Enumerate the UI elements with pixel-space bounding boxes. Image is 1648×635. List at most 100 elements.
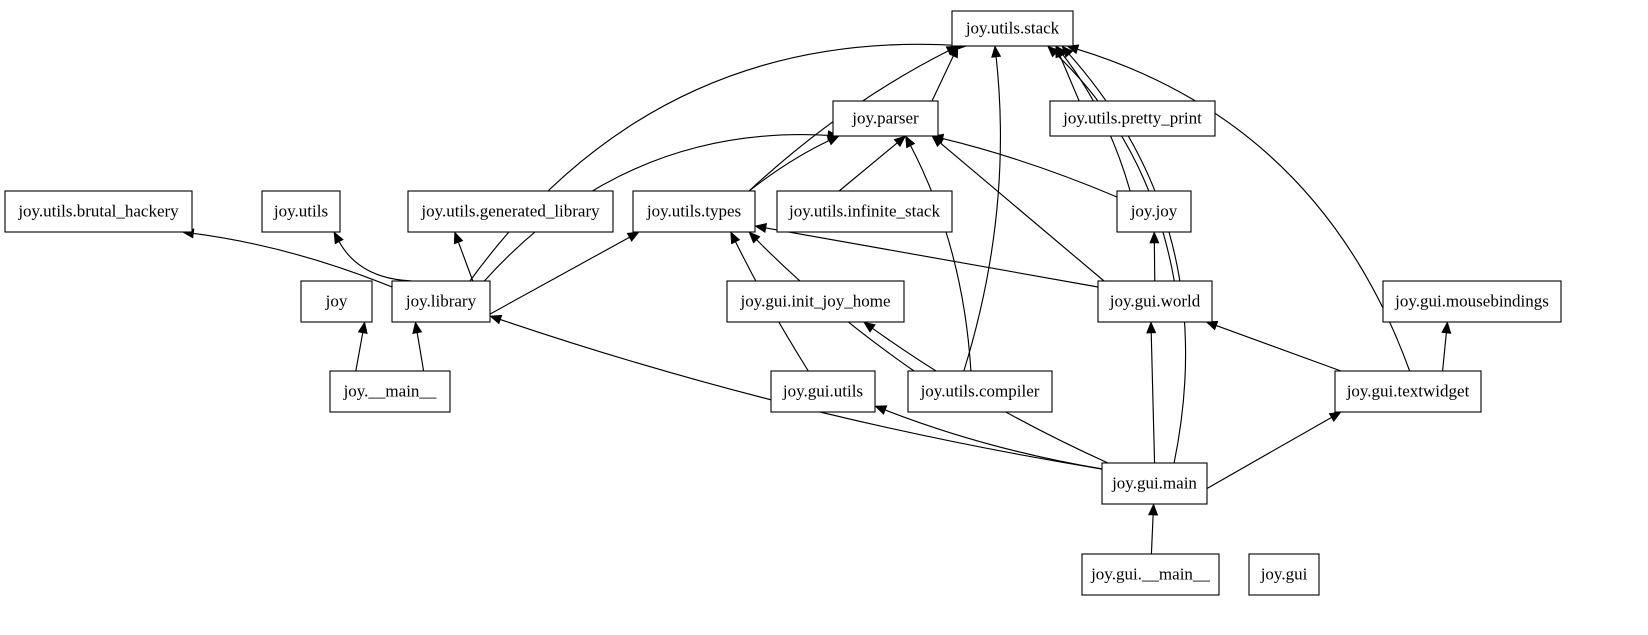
edge-joy___main__-to-joy bbox=[355, 331, 364, 372]
node-label: joy.utils.types bbox=[646, 201, 741, 220]
edge-joy_library-to-joy_utils_stack bbox=[469, 43, 958, 282]
edge-arrowhead bbox=[1441, 321, 1452, 334]
node-joy_utils_compiler[interactable]: joy.utils.compiler bbox=[907, 370, 1053, 413]
edge-joy_parser-to-joy_utils_stack bbox=[931, 54, 955, 102]
node-box[interactable] bbox=[1116, 190, 1192, 233]
node-joy___main__[interactable]: joy.__main__ bbox=[329, 370, 451, 413]
node-joy_utils_types[interactable]: joy.utils.types bbox=[632, 190, 756, 233]
node-joy_utils_pretty_print[interactable]: joy.utils.pretty_print bbox=[1049, 100, 1216, 137]
node-box[interactable] bbox=[1081, 553, 1220, 596]
node-box[interactable] bbox=[300, 280, 373, 323]
node-box[interactable] bbox=[907, 370, 1053, 413]
node-label: joy.utils.brutal_hackery bbox=[17, 201, 179, 220]
edge-joy_gui_textwidget-to-joy_gui_world bbox=[1214, 324, 1342, 372]
edge-arrowhead bbox=[489, 314, 503, 325]
edge-arrowhead bbox=[1328, 411, 1342, 422]
nodes-layer: joy.utils.stack joy.parser joy.utils.prett… bbox=[4, 10, 1562, 596]
edge-arrowhead bbox=[1047, 45, 1060, 58]
edge-arrowhead bbox=[1061, 45, 1074, 58]
edge-joy_gui___main__-to-joy_gui_main bbox=[1150, 513, 1154, 555]
edge-joy_joy-to-joy_parser bbox=[941, 137, 1118, 198]
edge-joy_library-to-joy_utils bbox=[337, 240, 412, 282]
edge-arrowhead bbox=[754, 223, 768, 233]
node-box[interactable] bbox=[770, 370, 876, 413]
node-box[interactable] bbox=[726, 280, 905, 323]
node-joy_utils[interactable]: joy.utils bbox=[261, 190, 341, 233]
node-box[interactable] bbox=[391, 280, 491, 323]
edge-arrowhead bbox=[905, 135, 916, 149]
node-joy_gui___main__[interactable]: joy.gui.__main__ bbox=[1081, 553, 1220, 596]
edge-joy_utils_compiler-to-joy_parser bbox=[909, 144, 972, 372]
node-label: joy.library bbox=[405, 291, 477, 310]
edge-joy_library-to-joy_utils_types bbox=[489, 236, 631, 315]
edge-joy_gui_world-to-joy_utils_types bbox=[764, 227, 1099, 288]
node-box[interactable] bbox=[832, 100, 939, 137]
node-joy_gui_world[interactable]: joy.gui.world bbox=[1097, 280, 1213, 323]
node-label: joy.__main__ bbox=[343, 381, 437, 400]
node-box[interactable] bbox=[1334, 370, 1482, 413]
edge-arrowhead bbox=[412, 321, 423, 334]
edge-arrowhead bbox=[1146, 321, 1157, 334]
node-joy_library[interactable]: joy.library bbox=[391, 280, 491, 323]
node-box[interactable] bbox=[776, 190, 953, 233]
node-label: joy.utils bbox=[273, 201, 328, 220]
node-joy_gui[interactable]: joy.gui bbox=[1248, 553, 1320, 596]
node-box[interactable] bbox=[1248, 553, 1320, 596]
node-label: joy.utils.compiler bbox=[920, 381, 1040, 400]
node-label: joy.utils.stack bbox=[965, 18, 1060, 37]
node-joy_gui_mousebindings[interactable]: joy.gui.mousebindings bbox=[1382, 280, 1562, 323]
node-joy_joy[interactable]: joy.joy bbox=[1116, 190, 1192, 233]
node-box[interactable] bbox=[632, 190, 756, 233]
edge-arrowhead bbox=[748, 231, 761, 244]
edge-arrowhead bbox=[874, 405, 888, 415]
edge-arrowhead bbox=[357, 321, 368, 335]
node-box[interactable] bbox=[951, 10, 1074, 47]
node-label: joy.gui bbox=[1260, 564, 1308, 583]
node-joy_utils_infinite_stack[interactable]: joy.utils.infinite_stack bbox=[776, 190, 953, 233]
edge-arrowhead bbox=[453, 231, 464, 245]
edge-arrowhead bbox=[333, 231, 344, 245]
edge-joy_gui_main-to-joy_gui_utils bbox=[883, 408, 1103, 470]
edge-joy_gui_main-to-joy_gui_world bbox=[1150, 331, 1156, 464]
edge-joy_gui_textwidget-to-joy_utils_stack bbox=[1075, 48, 1411, 372]
node-box[interactable] bbox=[1049, 100, 1216, 137]
node-joy_gui_init_joy_home[interactable]: joy.gui.init_joy_home bbox=[726, 280, 905, 323]
node-box[interactable] bbox=[261, 190, 341, 233]
node-joy[interactable]: joy bbox=[300, 280, 373, 323]
node-joy_utils_generated_library[interactable]: joy.utils.generated_library bbox=[407, 190, 614, 233]
node-label: joy.joy bbox=[1130, 201, 1178, 220]
node-box[interactable] bbox=[329, 370, 451, 413]
node-label: joy.gui.textwidget bbox=[1346, 381, 1470, 400]
node-joy_gui_utils[interactable]: joy.gui.utils bbox=[770, 370, 876, 413]
node-box[interactable] bbox=[407, 190, 614, 233]
edge-arrowhead bbox=[1149, 231, 1160, 244]
edge-joy_library-to-joy_utils_generated_library bbox=[457, 240, 474, 282]
node-joy_gui_main[interactable]: joy.gui.main bbox=[1101, 462, 1208, 505]
edge-arrowhead bbox=[931, 135, 944, 148]
node-box[interactable] bbox=[1097, 280, 1213, 323]
node-label: joy bbox=[325, 291, 348, 310]
node-label: joy.utils.pretty_print bbox=[1062, 108, 1202, 127]
node-joy_utils_stack[interactable]: joy.utils.stack bbox=[951, 10, 1074, 47]
node-label: joy.gui.main bbox=[1111, 473, 1197, 492]
node-joy_utils_brutal_hackery[interactable]: joy.utils.brutal_hackery bbox=[4, 190, 193, 233]
node-label: joy.gui.mousebindings bbox=[1394, 291, 1549, 310]
node-joy_gui_textwidget[interactable]: joy.gui.textwidget bbox=[1334, 370, 1482, 413]
node-label: joy.gui.init_joy_home bbox=[739, 291, 890, 310]
edge-joy_library-to-joy_parser bbox=[483, 134, 830, 282]
edge-joy_utils_compiler-to-joy_utils_stack bbox=[963, 55, 1001, 372]
edge-joy_gui_main-to-joy_gui_textwidget bbox=[1206, 416, 1334, 489]
edge-arrowhead bbox=[730, 231, 741, 245]
edge-arrowhead bbox=[991, 45, 1002, 58]
edge-joy_gui_textwidget-to-joy_gui_mousebindings bbox=[1442, 331, 1448, 372]
node-label: joy.parser bbox=[851, 108, 919, 127]
node-joy_parser[interactable]: joy.parser bbox=[832, 100, 939, 137]
node-box[interactable] bbox=[1382, 280, 1562, 323]
node-box[interactable] bbox=[4, 190, 193, 233]
node-label: joy.utils.infinite_stack bbox=[788, 201, 940, 220]
edge-joy_utils_infinite_stack-to-joy_parser bbox=[838, 141, 899, 192]
edge-arrowhead bbox=[1148, 503, 1159, 516]
node-box[interactable] bbox=[1101, 462, 1208, 505]
